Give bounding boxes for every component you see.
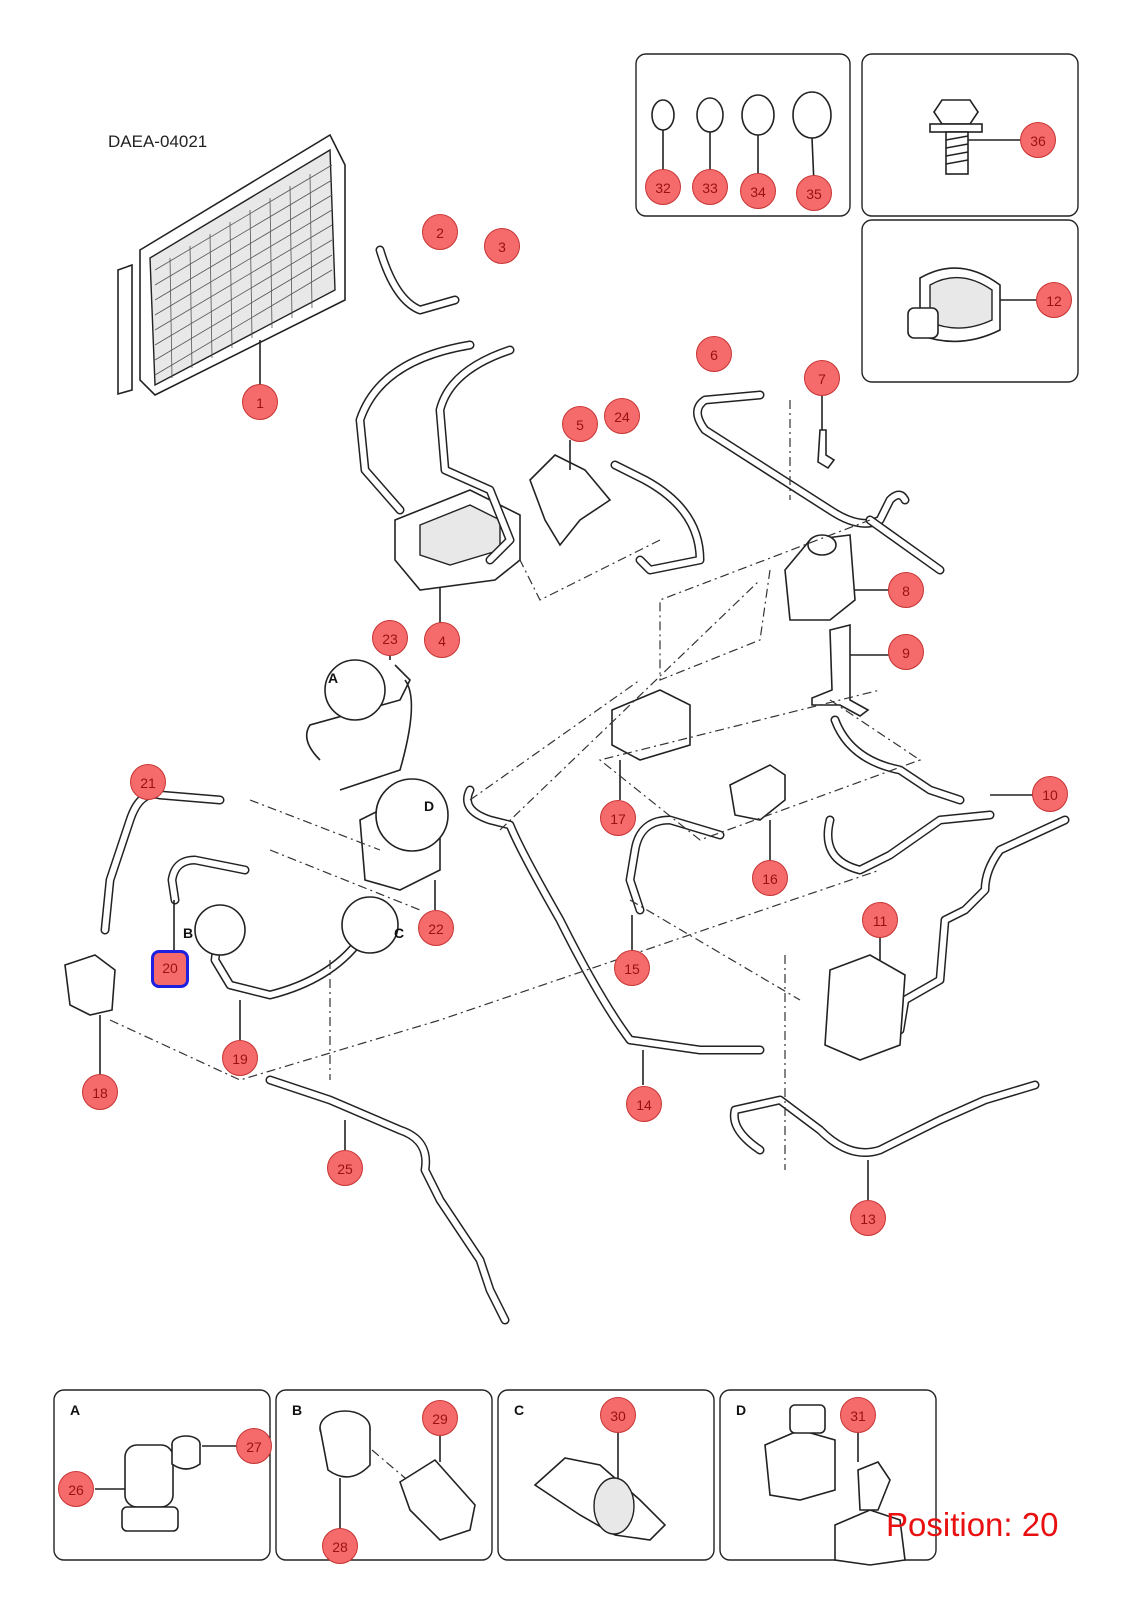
callout-3[interactable]: 3 (484, 228, 520, 264)
callout-29[interactable]: 29 (422, 1400, 458, 1436)
callout-10[interactable]: 10 (1032, 776, 1068, 812)
detail-box-letter-b: B (292, 1402, 303, 1418)
callout-7[interactable]: 7 (804, 360, 840, 396)
callout-27[interactable]: 27 (236, 1428, 272, 1464)
detail-letter-d: D (424, 798, 435, 814)
callout-18[interactable]: 18 (82, 1074, 118, 1110)
callout-14[interactable]: 14 (626, 1086, 662, 1122)
position-status-text: Position: 20 (886, 1506, 1059, 1543)
callout-1[interactable]: 1 (242, 384, 278, 420)
detail-box-letter-c: C (514, 1402, 525, 1418)
callout-20-selected[interactable]: 20 (151, 950, 189, 988)
document-id: DAEA-04021 (108, 132, 208, 151)
callout-11[interactable]: 11 (862, 902, 898, 938)
callout-2[interactable]: 2 (422, 214, 458, 250)
detail-box-letter-a: A (70, 1402, 81, 1418)
callout-34[interactable]: 34 (740, 173, 776, 209)
callout-19[interactable]: 19 (222, 1040, 258, 1076)
detail-box-b (275, 1389, 493, 1561)
callout-25[interactable]: 25 (327, 1150, 363, 1186)
detail-letter-a: A (328, 670, 339, 686)
callout-6[interactable]: 6 (696, 336, 732, 372)
callout-17[interactable]: 17 (600, 800, 636, 836)
callout-8[interactable]: 8 (888, 572, 924, 608)
callout-30[interactable]: 30 (600, 1397, 636, 1433)
callout-12[interactable]: 12 (1036, 282, 1072, 318)
callout-33[interactable]: 33 (692, 169, 728, 205)
bolt-inset-box (861, 53, 1079, 217)
callout-26[interactable]: 26 (58, 1471, 94, 1507)
detail-circle-c (341, 896, 399, 954)
callout-22[interactable]: 22 (418, 910, 454, 946)
callout-15[interactable]: 15 (614, 950, 650, 986)
callout-5[interactable]: 5 (562, 406, 598, 442)
detail-letter-c: C (394, 925, 405, 941)
callout-24[interactable]: 24 (604, 398, 640, 434)
callout-4[interactable]: 4 (424, 622, 460, 658)
callout-23[interactable]: 23 (372, 620, 408, 656)
detail-box-letter-d: D (736, 1402, 747, 1418)
callout-31[interactable]: 31 (840, 1397, 876, 1433)
detail-circle-a (324, 659, 386, 721)
callout-9[interactable]: 9 (888, 634, 924, 670)
callout-28[interactable]: 28 (322, 1528, 358, 1564)
callout-36[interactable]: 36 (1020, 122, 1056, 158)
detail-circle-d (375, 778, 449, 852)
callout-13[interactable]: 13 (850, 1200, 886, 1236)
callout-35[interactable]: 35 (796, 175, 832, 211)
detail-letter-b: B (183, 925, 194, 941)
callout-21[interactable]: 21 (130, 764, 166, 800)
washers-inset-box (635, 53, 851, 217)
detail-circle-b (194, 904, 246, 956)
callout-16[interactable]: 16 (752, 860, 788, 896)
callout-32[interactable]: 32 (645, 169, 681, 205)
